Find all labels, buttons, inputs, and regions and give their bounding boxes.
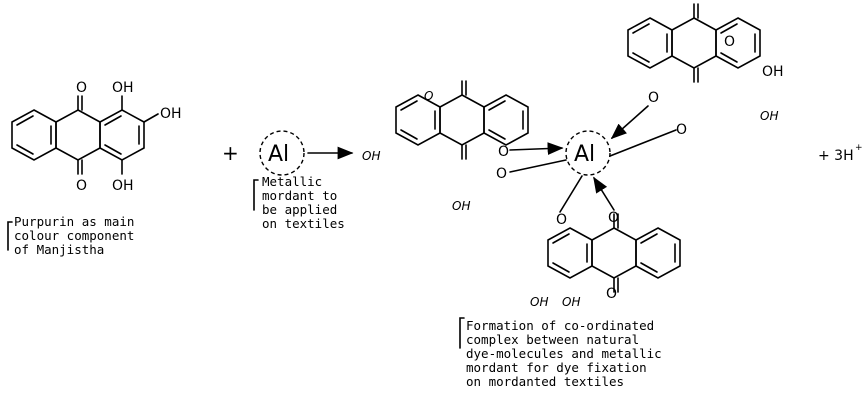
lower-ligand-oh1: OH <box>530 295 548 309</box>
al-symbol: Al <box>268 142 289 167</box>
lower-ligand-o3: O <box>606 286 617 302</box>
caption-purpurin: Purpurin as main colour component of Man… <box>7 214 134 257</box>
central-al-circle <box>565 130 611 176</box>
left-ligand-o2: O <box>498 144 509 160</box>
left-ligand-o1: O <box>424 89 433 103</box>
lower-ligand-o2: O <box>556 212 567 228</box>
upper-ligand-o1: O <box>724 34 735 50</box>
carbonyl-o-top: O <box>76 80 87 96</box>
central-al-symbol: Al <box>574 142 595 167</box>
svg-text:complex between natural: complex between natural <box>466 332 639 347</box>
svg-text:be applied: be applied <box>262 202 337 217</box>
svg-text:colour component: colour component <box>14 228 134 243</box>
plus-sign-1: + <box>222 141 239 165</box>
svg-text:mordant for dye fixation: mordant for dye fixation <box>466 360 647 375</box>
svg-text:Metallic: Metallic <box>262 174 322 189</box>
svg-text:of Manjistha: of Manjistha <box>14 242 104 257</box>
purpurin-structure: O O OH OH OH <box>11 80 182 194</box>
hydroxyl-2: OH <box>160 106 182 122</box>
hydroxyl-1: OH <box>112 80 134 96</box>
caption-mordant: Metallic mordant to be applied on textil… <box>253 174 345 231</box>
svg-text:on mordanted textiles: on mordanted textiles <box>466 374 624 389</box>
carbonyl-o-bottom: O <box>76 178 87 194</box>
lower-ligand-oh2: OH <box>562 295 580 309</box>
upper-ligand-o3: O <box>676 122 687 138</box>
protons-text: + 3H <box>818 148 854 164</box>
hydroxyl-4: OH <box>112 178 134 194</box>
svg-text:Purpurin as main: Purpurin as main <box>14 214 134 229</box>
svg-text:dye-molecules and metallic: dye-molecules and metallic <box>466 346 662 361</box>
left-ligand-oh2: OH <box>452 199 470 213</box>
lower-ligand-o1: O <box>608 210 619 226</box>
upper-ligand-oh2: OH <box>760 109 778 123</box>
left-ligand-oh1: OH <box>362 149 380 163</box>
complex-structure: Al O O O OH OH O O O OH OH O O O OH OH <box>362 3 784 309</box>
svg-text:on textiles: on textiles <box>262 216 345 231</box>
proton-release: + 3H + <box>818 143 863 164</box>
upper-ligand-o2: O <box>648 90 659 106</box>
aluminium-mordant: Al <box>259 130 305 176</box>
svg-text:mordant to: mordant to <box>262 188 337 203</box>
left-ligand-o3: O <box>496 166 507 182</box>
caption-complex: Formation of co-ordinated complex betwee… <box>459 317 662 389</box>
protons-superscript: + <box>855 143 863 153</box>
svg-text:Formation of co-ordinated: Formation of co-ordinated <box>466 318 654 333</box>
upper-ligand-oh1: OH <box>762 64 784 80</box>
